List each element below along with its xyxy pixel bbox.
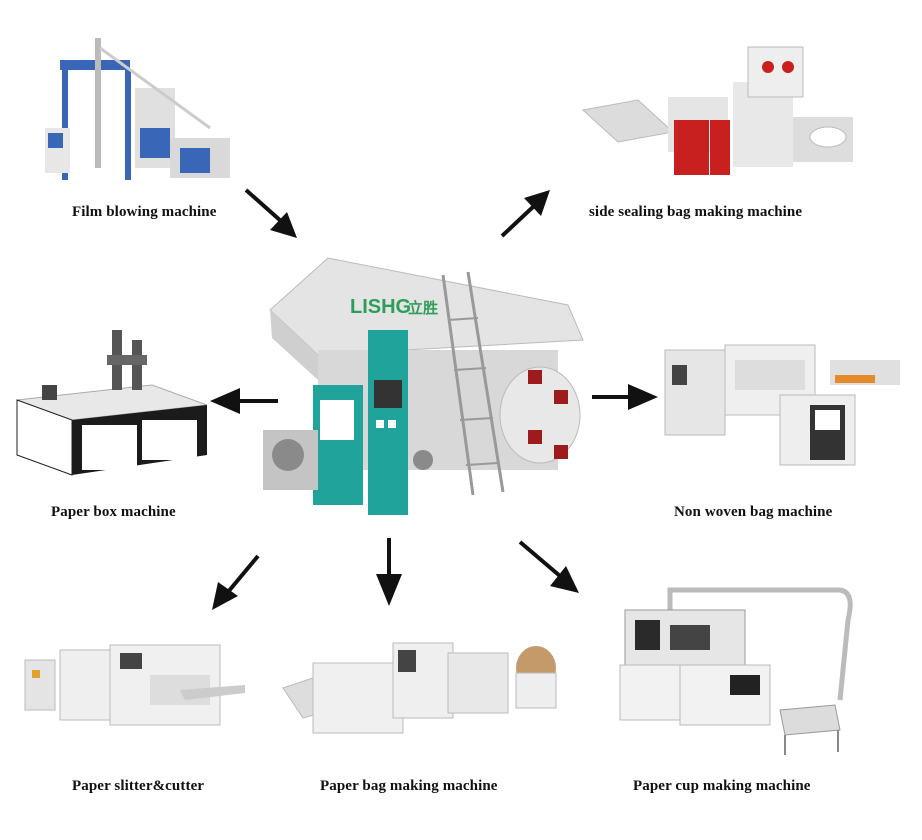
paper-slitter-machine-image [24, 644, 245, 726]
paper-box-machine-image [16, 330, 207, 476]
arrow-non-woven-icon [592, 384, 658, 410]
film-blowing-machine-image [45, 38, 230, 180]
paper-cup-label: Paper cup making machine [633, 778, 811, 794]
arrow-paper-slitter-icon [212, 554, 260, 610]
paper-box-label: Paper box machine [51, 504, 176, 520]
arrow-paper-cup-icon [518, 540, 579, 593]
paper-slitter-label: Paper slitter&cutter [72, 778, 205, 794]
arrow-paper-bag-icon [376, 538, 402, 606]
arrow-film-blowing-icon [244, 188, 297, 238]
paper-bag-machine-image [282, 642, 557, 734]
arrow-side-sealing-icon [500, 190, 550, 238]
center-printing-machine-image: LISHG 立胜 [263, 257, 584, 515]
film-blowing-label: Film blowing machine [72, 204, 217, 220]
paper-cup-machine-image [619, 587, 853, 755]
side-sealing-machine-image [581, 46, 853, 175]
arrow-paper-box-icon [210, 388, 278, 414]
brand-logo-text: LISHG [350, 296, 411, 318]
brand-logo-cn: 立胜 [408, 299, 438, 317]
non-woven-machine-image [664, 344, 900, 466]
paper-bag-label: Paper bag making machine [320, 778, 498, 794]
side-sealing-label: side sealing bag making machine [589, 204, 803, 220]
non-woven-label: Non woven bag machine [674, 504, 833, 520]
